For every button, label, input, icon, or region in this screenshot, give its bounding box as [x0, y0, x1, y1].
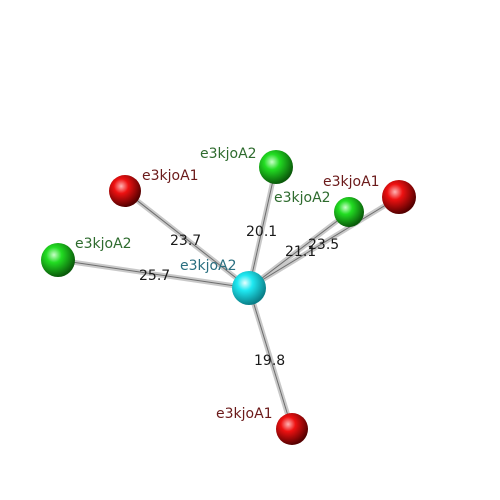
atom-label: e3kjoA2	[274, 190, 331, 206]
bonds	[57, 166, 401, 430]
atom-sphere-a2	[334, 197, 364, 227]
atom-label: e3kjoA1	[323, 174, 380, 190]
bond-highlight	[248, 287, 293, 430]
distance-label: 21.1	[285, 244, 316, 260]
bond-highlight	[124, 190, 250, 289]
atom-label: e3kjoA2	[200, 146, 257, 162]
bond-highlight	[248, 211, 350, 289]
atom-sphere-a2	[259, 150, 293, 184]
bond-highlight	[57, 259, 250, 289]
atom-label: e3kjoA2	[75, 236, 132, 252]
atom-sphere-a1	[276, 413, 308, 445]
atom-label: e3kjoA1	[142, 168, 199, 184]
atom-sphere-a1	[109, 175, 141, 207]
distance-label: 25.7	[139, 268, 170, 284]
bond-highlight	[248, 196, 400, 289]
distance-label: 23.7	[170, 233, 201, 249]
atom-label: e3kjoA1	[216, 406, 273, 422]
distance-label: 23.5	[308, 237, 339, 253]
center-atom-label: e3kjoA2	[180, 258, 237, 274]
distance-labels: 23.7 20.1 21.1 23.5 25.7 19.8	[139, 224, 339, 369]
atom-sphere-a2	[41, 243, 75, 277]
atom-sphere-center	[232, 271, 266, 305]
atom-labels: e3kjoA1 e3kjoA2 e3kjoA2 e3kjoA1 e3kjoA2 …	[75, 146, 380, 422]
distance-label: 19.8	[254, 353, 285, 369]
atoms	[41, 150, 416, 445]
atom-sphere-a1	[382, 180, 416, 214]
distance-label: 20.1	[246, 224, 277, 240]
bond-highlight	[248, 166, 277, 289]
